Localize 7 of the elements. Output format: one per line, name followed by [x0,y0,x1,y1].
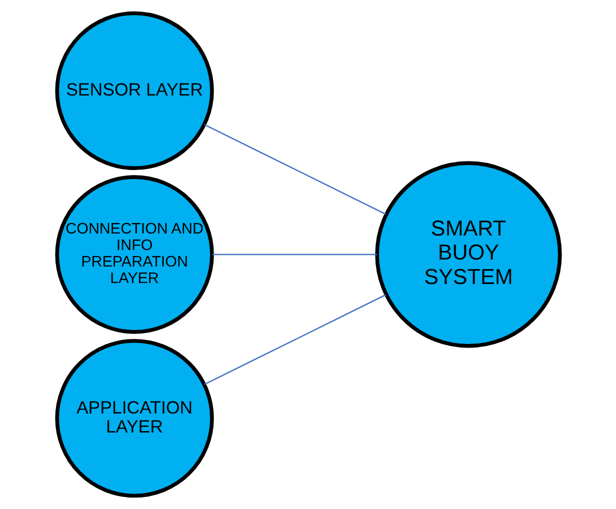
connector [212,254,377,256]
connector [204,124,386,215]
node-circle: APPLICATION LAYER [54,338,214,498]
node-circle: CONNECTION AND INFO PREPARATION LAYER [54,175,214,334]
node-circle: SENSOR LAYER [54,11,214,170]
node-circle: SMART BUOY SYSTEM [374,161,562,348]
connector [204,294,386,385]
